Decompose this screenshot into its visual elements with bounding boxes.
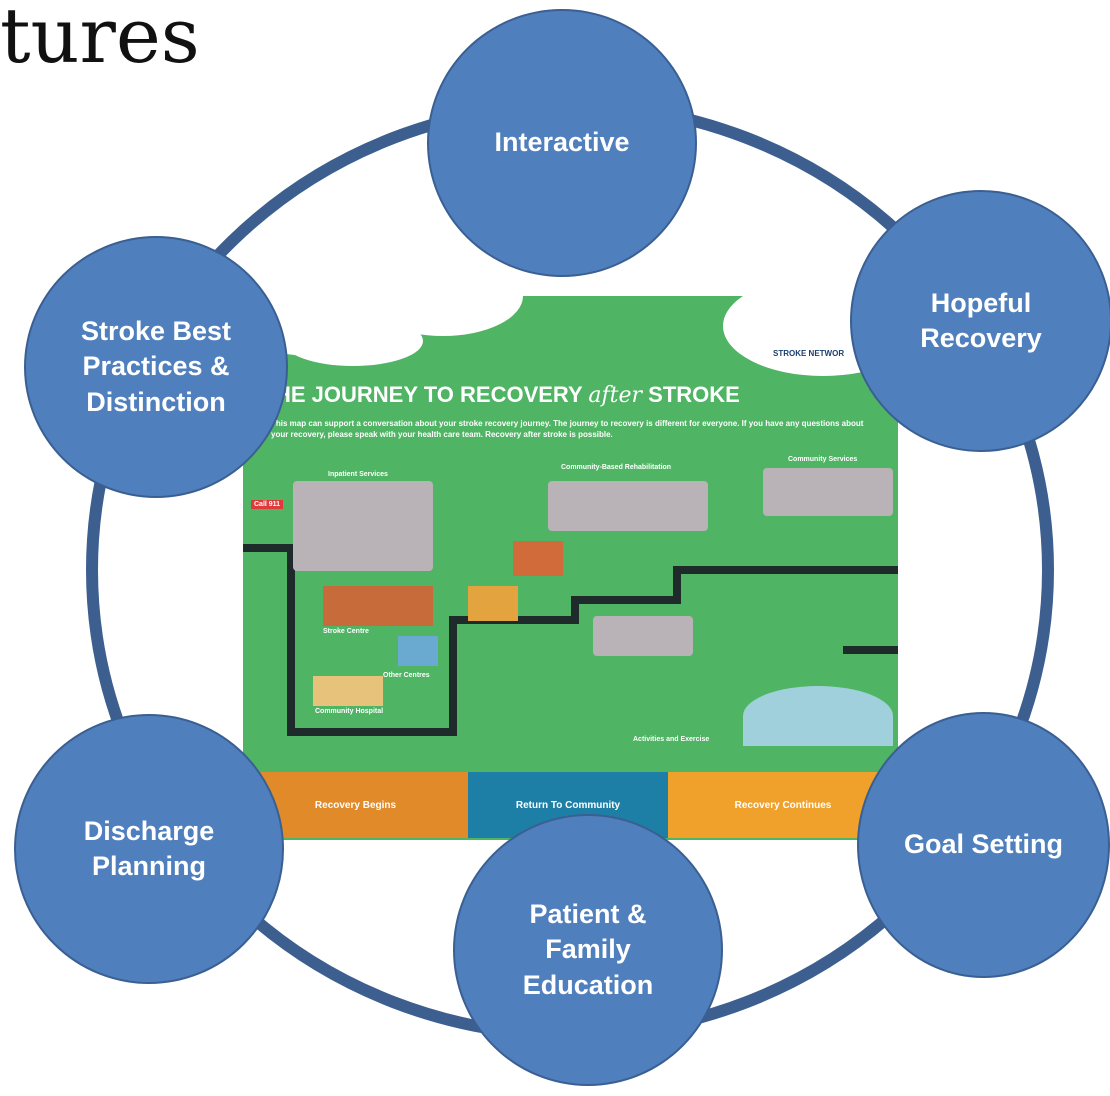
activities-label: Activities and Exercise bbox=[633, 736, 710, 743]
community-rehab-label: Community-Based Rehabilitation bbox=[561, 464, 672, 471]
community-rehab-illustration bbox=[548, 481, 708, 531]
house-illustration bbox=[513, 541, 563, 576]
other-centres-building bbox=[398, 636, 438, 666]
node-hopeful-recovery: Hopeful Recovery bbox=[850, 190, 1110, 452]
slide-title: tures bbox=[0, 0, 200, 80]
poster-subtitle: This map can support a conversation abou… bbox=[271, 419, 864, 440]
water-scene bbox=[743, 686, 893, 746]
home-care-house bbox=[468, 586, 518, 621]
node-stroke-best-practices: Stroke Best Practices & Distinction bbox=[24, 236, 288, 498]
community-hospital-building bbox=[313, 676, 383, 706]
inpatient-services-illustration bbox=[293, 481, 433, 571]
inpatient-label: Inpatient Services bbox=[328, 471, 388, 478]
network-logo: STROKE NETWOR bbox=[769, 348, 849, 359]
node-patient-family-education: Patient & Family Education bbox=[453, 814, 723, 1086]
community-hospital-label: Community Hospital bbox=[315, 708, 384, 715]
stroke-centre-building bbox=[323, 586, 433, 626]
community-services-label: Community Services bbox=[788, 456, 858, 463]
call-911-label: Call 911 bbox=[251, 500, 284, 509]
node-interactive: Interactive bbox=[427, 9, 697, 277]
community-services-illustration bbox=[763, 468, 893, 516]
stroke-centre-label: Stroke Centre bbox=[323, 628, 369, 635]
other-centres-label: Other Centres bbox=[383, 672, 430, 679]
node-discharge-planning: Discharge Planning bbox=[14, 714, 284, 984]
poster-title: HE JOURNEY TO RECOVERY after STROKE bbox=[275, 382, 740, 408]
journey-map-poster: STROKE NETWOR HE JOURNEY TO RECOVERY aft… bbox=[243, 296, 898, 840]
node-goal-setting: Goal Setting bbox=[857, 712, 1110, 978]
activities-building bbox=[593, 616, 693, 656]
